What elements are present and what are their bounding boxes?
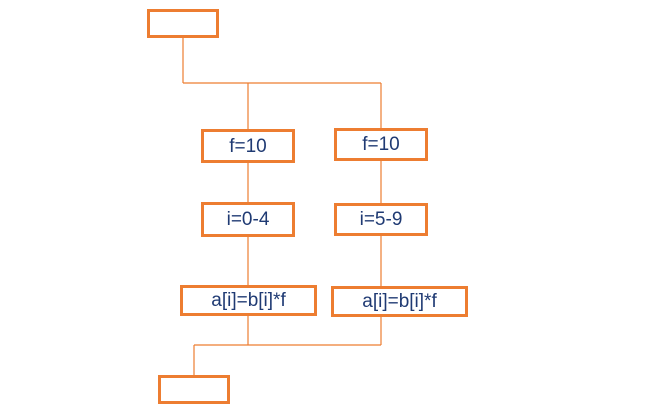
left-assign-f-box: f=10 <box>201 129 295 163</box>
left-operation-box: a[i]=b[i]*f <box>180 285 317 316</box>
end-box <box>158 375 230 404</box>
right-assign-f-box: f=10 <box>334 128 428 161</box>
start-box <box>147 9 219 38</box>
right-operation-box: a[i]=b[i]*f <box>331 286 468 317</box>
right-loop-range-box: i=5-9 <box>334 203 428 236</box>
left-loop-range-box: i=0-4 <box>201 202 295 237</box>
